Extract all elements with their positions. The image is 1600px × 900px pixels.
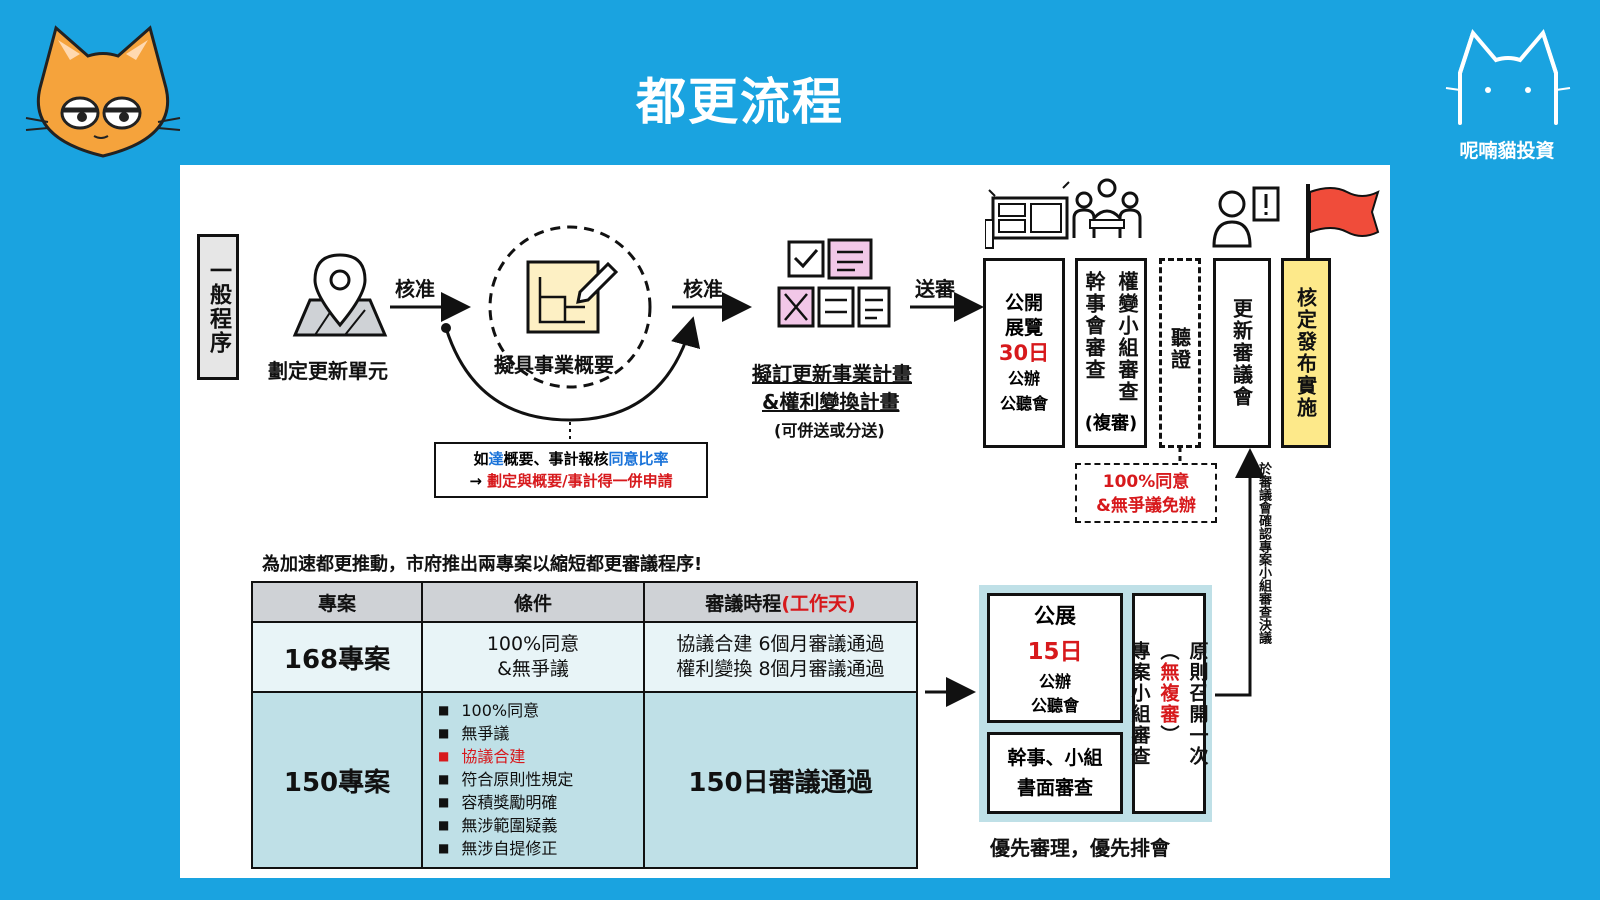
fasttrack-exhibition-box: 公展 15日 公辦 公聽會 <box>987 593 1123 723</box>
arrow-label-submit: 送審 <box>915 277 955 301</box>
step-plan-line2: &權利變換計畫 <box>762 390 900 414</box>
priority-label: 優先審理，優先排會 <box>990 836 1170 860</box>
arrow-label-approve-2: 核准 <box>683 277 723 301</box>
blueprint-pencil-icon <box>526 260 619 334</box>
map-pin-icon <box>292 253 388 337</box>
side-label: 一般程序 <box>206 259 231 355</box>
merge-application-note: 如達概要、事計報核同意比率 → 劃定與概要/事計得一併申請 <box>434 442 708 498</box>
final-approval-box: 核定發布實施 <box>1281 258 1331 448</box>
table-header-project: 專案 <box>251 581 423 623</box>
step-business-summary: 擬具事業概要 <box>494 353 614 377</box>
project-150: 150專案 <box>251 691 423 869</box>
fasttrack-table: 專案 條件 審議時程(工作天) 168專案 100%同意&無爭議 協議合建 6個… <box>251 581 918 869</box>
renewal-council-box: 更新審議會 <box>1213 258 1271 448</box>
reviewer-person-icon <box>1212 186 1280 248</box>
page-title: 都更流程 <box>636 73 844 131</box>
table-header-schedule: 審議時程(工作天) <box>643 581 918 623</box>
step-plan-line1: 擬訂更新事業計畫 <box>752 362 912 386</box>
brand-name: 呢喃貓投資 <box>1459 140 1555 162</box>
meeting-group-icon <box>1072 178 1142 238</box>
council-confirm-note: 於審議會確認專案小組審查決議 <box>1256 462 1271 644</box>
table-row: 168專案 100%同意&無爭議 協議合建 6個月審議通過權利變換 8個月審議通… <box>251 621 918 693</box>
condition-list: 100%同意 無爭議 協議合建 符合原則性規定 容積獎勵明確 無涉範圍疑義 無涉… <box>424 700 642 861</box>
condition-150: 100%同意 無爭議 協議合建 符合原則性規定 容積獎勵明確 無涉範圍疑義 無涉… <box>421 691 645 869</box>
cat-mascot-icon <box>25 25 181 158</box>
schedule-168: 協議合建 6個月審議通過權利變換 8個月審議通過 <box>643 621 918 693</box>
fasttrack-subcommittee-box: 原則召開一次 （無複審） 專案小組審查 <box>1129 593 1209 814</box>
step-plan-note: (可併送或分送) <box>774 421 885 440</box>
fasttrack-paper-review-box: 幹事、小組 書面審查 <box>987 732 1123 814</box>
fasttrack-intro: 為加速都更推動，市府推出兩專案以縮短都更審議程序! <box>262 554 703 575</box>
plan-documents-icon <box>777 238 891 328</box>
project-168: 168專案 <box>251 621 423 693</box>
hearing-exemption-note: 100%同意 &無爭議免辦 <box>1075 463 1217 523</box>
table-header-condition: 條件 <box>421 581 645 623</box>
side-label-box: 一般程序 <box>197 234 239 380</box>
schedule-150: 150日審議通過 <box>643 691 918 869</box>
exhibition-board-icon <box>985 181 1070 249</box>
public-exhibition-box: 公開 展覽 30日 公辦 公聽會 <box>983 258 1065 448</box>
step-designate-unit: 劃定更新單元 <box>268 359 388 383</box>
condition-168: 100%同意&無爭議 <box>421 621 645 693</box>
arrow-label-approve-1: 核准 <box>395 277 435 301</box>
table-row: 150專案 100%同意 無爭議 協議合建 符合原則性規定 容積獎勵明確 無涉範… <box>251 691 918 869</box>
brand-cat-logo-icon <box>1445 28 1571 125</box>
hearing-box: 聽證 <box>1159 258 1201 448</box>
finish-flag-icon <box>1306 184 1380 258</box>
committee-review-box: 權變小組審查 幹事會審查 (複審) <box>1075 258 1147 448</box>
